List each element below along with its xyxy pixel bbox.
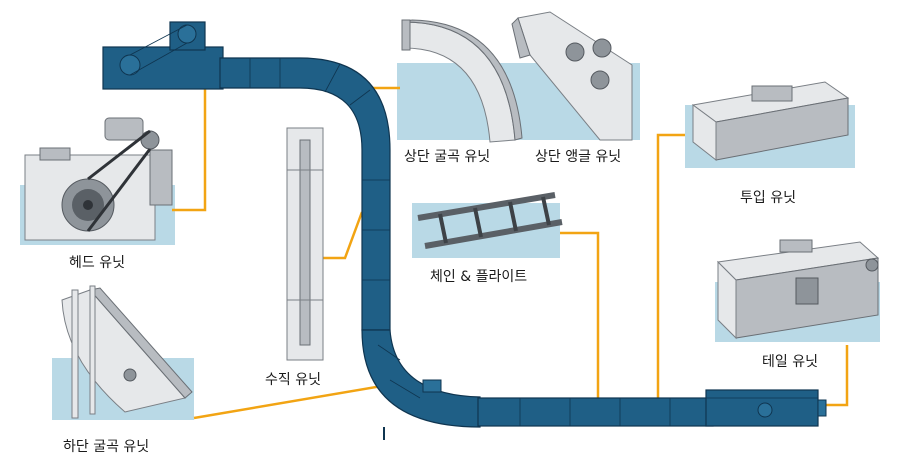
tail-unit-illustration <box>716 239 880 340</box>
head-unit-illustration <box>24 117 173 241</box>
label-head-unit: 헤드 유닛 <box>69 255 125 271</box>
vertical-unit-illustration <box>286 127 324 361</box>
leader-tail <box>822 345 849 407</box>
lower-bend-illustration <box>61 285 193 419</box>
label-tail-unit: 테일 유닛 <box>762 354 818 370</box>
label-chain-flight: 체인 & 플라이트 <box>430 269 528 285</box>
chain-flight-illustration <box>417 192 563 249</box>
label-upper-angle-unit: 상단 앵글 유닛 <box>535 149 622 165</box>
leader-vertical <box>319 211 364 260</box>
leader-inlet <box>656 133 685 400</box>
leader-head <box>172 82 207 212</box>
leader-lower-bend <box>193 383 389 420</box>
upper-angle-illustration <box>511 11 633 141</box>
label-vertical-unit: 수직 유닛 <box>265 372 321 388</box>
chain-panel <box>412 203 560 258</box>
upper-bend-illustration <box>401 19 523 143</box>
label-lower-bend-unit: 하단 굴곡 유닛 <box>63 439 150 455</box>
inlet-unit-illustration <box>691 81 850 162</box>
label-inlet-unit: 투입 유닛 <box>740 190 796 206</box>
conveyor-body <box>102 21 827 440</box>
leader-chain <box>560 231 600 400</box>
label-upper-bend-unit: 상단 굴곡 유닛 <box>404 149 491 165</box>
